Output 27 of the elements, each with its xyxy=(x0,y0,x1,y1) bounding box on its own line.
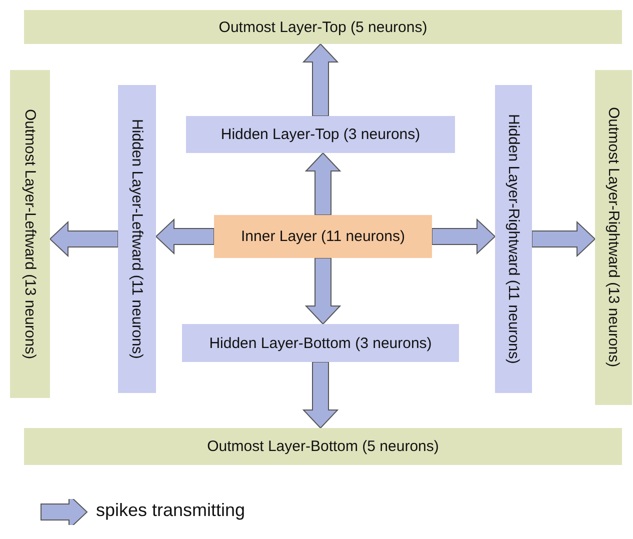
legend-label: spikes transmitting xyxy=(96,500,246,521)
layer-label: Hidden Layer-Bottom (3 neurons) xyxy=(209,334,432,352)
layer-box xyxy=(214,215,432,258)
block-arrow xyxy=(302,362,339,429)
layer-label: Outmost Layer-Top (5 neurons) xyxy=(218,18,428,36)
block-arrow xyxy=(432,218,496,255)
layer-box xyxy=(10,70,50,398)
block-arrow xyxy=(155,218,214,255)
layer-box xyxy=(495,85,532,393)
layer-label: Outmost Layer-Bottom (5 neurons) xyxy=(207,438,439,455)
layer-box xyxy=(182,324,459,362)
layer-label: Hidden Layer-Leftward (11 neurons) xyxy=(128,119,146,359)
layer-label: Hidden Layer-Rightward (11 neurons) xyxy=(505,114,522,364)
layer-label: Inner Layer (11 neurons) xyxy=(241,228,405,245)
block-arrow xyxy=(304,152,342,216)
layer-box xyxy=(24,10,622,44)
block-arrow xyxy=(49,220,118,258)
layer-box xyxy=(595,70,632,405)
layer-box xyxy=(186,116,455,153)
layer-label: Outmost Layer-Leftward (13 neurons) xyxy=(22,108,38,360)
layer-label: Hidden Layer-Top (3 neurons) xyxy=(220,126,420,143)
layer-box xyxy=(118,85,156,393)
block-arrow xyxy=(304,258,342,325)
layer-label: Outmost Layer-Rightward (13 neurons) xyxy=(605,107,622,368)
layer-box xyxy=(24,428,622,465)
block-arrow xyxy=(302,43,339,116)
block-arrow xyxy=(532,220,596,258)
